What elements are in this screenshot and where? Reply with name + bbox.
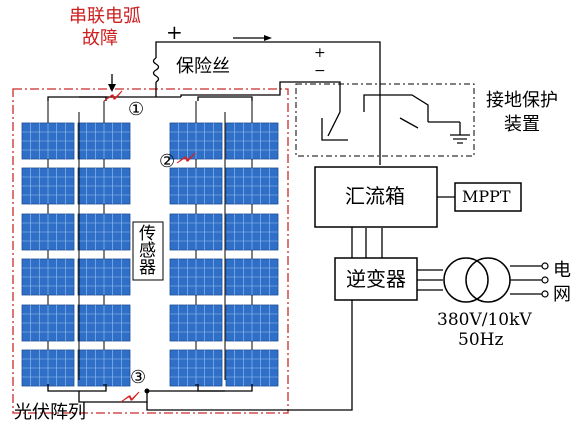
solar-panel [21, 213, 75, 251]
inverter-label: 逆变器 [346, 267, 406, 291]
solar-panel [21, 122, 75, 160]
arc-fault-bolt-icon [120, 391, 140, 403]
solar-panel [169, 258, 223, 296]
solar-panel [77, 349, 131, 387]
wiring [47, 41, 542, 411]
solar-panel-group [21, 101, 279, 387]
sensor-label-char2: 感 [139, 241, 156, 261]
arc-fault-marks [103, 90, 196, 403]
sensor-label-char1: 传 [139, 224, 156, 244]
ground-protection-label-line2: 装置 [504, 114, 540, 135]
sensor-label-char3: 器 [139, 258, 156, 278]
solar-panel [77, 167, 131, 205]
solar-panel [225, 122, 279, 160]
solar-panel [225, 213, 279, 251]
current-direction-arrow-icon [233, 35, 272, 41]
mppt-box [454, 182, 522, 212]
sensor-box [132, 221, 164, 281]
junction-dot [144, 388, 150, 394]
ground-icon [450, 134, 470, 144]
series-arc-label-line2: 故障 [82, 28, 118, 49]
solar-panel [21, 304, 75, 342]
fault-1-label: ① [128, 99, 145, 120]
solar-panel [225, 349, 279, 387]
combiner-box [314, 166, 438, 228]
series-arc-label-line1: 串联电弧 [69, 6, 141, 27]
fault-2-label: ② [159, 151, 176, 172]
fault-3-label: ③ [130, 367, 147, 388]
solar-panel [169, 167, 223, 205]
transformer-rating-label: 380V/10kV [437, 310, 532, 330]
solar-panel [169, 213, 223, 251]
solar-panel [169, 304, 223, 342]
plus-small-label: + [314, 45, 326, 61]
mppt-label: MPPT [462, 187, 511, 206]
grid-label-char1: 电 [553, 260, 571, 281]
grid-label-char2: 网 [553, 284, 571, 305]
solar-panel [169, 122, 223, 160]
arc-fault-bolt-icon [103, 90, 123, 102]
solar-panel [169, 349, 223, 387]
solar-panel [225, 258, 279, 296]
pv-array-label: 光伏阵列 [14, 402, 86, 423]
plus-top-label: + [166, 20, 183, 44]
solar-panel [77, 213, 131, 251]
arc-fault-pointer-arrow-icon [108, 74, 116, 92]
minus-small-label: − [314, 63, 326, 79]
solar-panel [225, 304, 279, 342]
solar-panel [21, 349, 75, 387]
ground-protection-boundary [295, 83, 475, 157]
frequency-label: 50Hz [458, 330, 504, 350]
combiner-box-label: 汇流箱 [345, 184, 405, 208]
fuse-icon [152, 57, 160, 83]
arc-fault-bolt-icon [176, 152, 196, 164]
ground-protection-label-line1: 接地保护 [486, 90, 558, 111]
solar-panel [77, 304, 131, 342]
pv-array-boundary [12, 88, 289, 414]
inverter-box [334, 257, 418, 301]
transformer-icon [443, 257, 511, 303]
solar-panel [77, 122, 131, 160]
solar-panel [225, 167, 279, 205]
fuse-label: 保险丝 [176, 56, 230, 77]
solar-panel [21, 258, 75, 296]
solar-panel [21, 167, 75, 205]
grid-terminals-icon [541, 262, 549, 298]
solar-panel [77, 258, 131, 296]
